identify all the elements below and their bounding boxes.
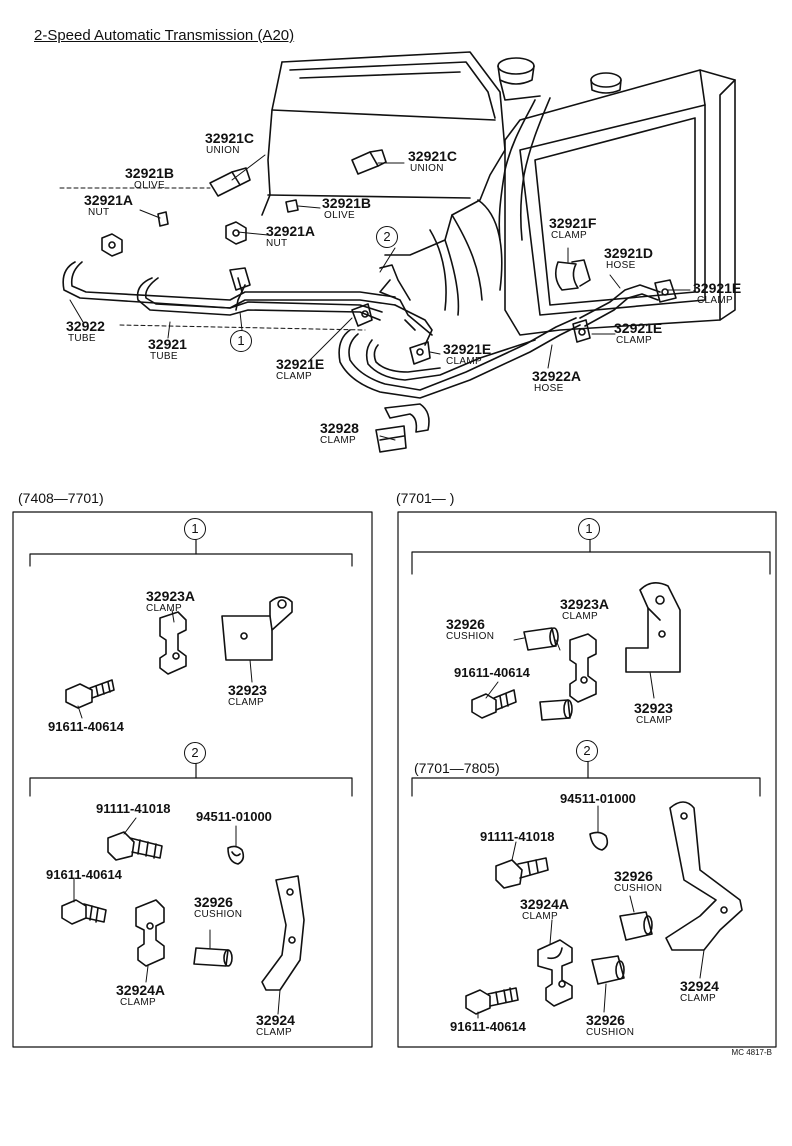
engine-block-drawing: [261, 51, 541, 316]
left-bolt-91611-b: 91611-40614: [46, 867, 122, 882]
leader-lines: [59, 154, 691, 441]
label-32921c-union-a: 32921C: [205, 130, 255, 146]
right-32923-part: 32923: [634, 700, 673, 716]
label-32921e-clamp-a: 32921E: [693, 280, 742, 296]
right-panel-range: (7701— ): [396, 490, 455, 506]
diagram-title: 2-Speed Automatic Transmission (A20): [34, 27, 295, 44]
left-panel-range: (7408—7701): [18, 490, 104, 506]
left-32924-part: 32924: [256, 1012, 295, 1028]
label-32922a-hose-name: HOSE: [534, 383, 564, 394]
right-bolt-91611-a: 91611-40614: [454, 665, 530, 680]
label-32921c-union-b: 32921C: [408, 148, 458, 164]
label-32922-tube: 32922: [66, 318, 105, 334]
right-32923a-part: 32923A: [560, 596, 610, 612]
right-32924-name: CLAMP: [680, 993, 716, 1004]
cooler-hoses: [338, 259, 677, 399]
label-32928-clamp: 32928: [320, 420, 359, 436]
label-32922-tube-name: TUBE: [68, 333, 96, 344]
label-32921c-union-b-name: UNION: [410, 163, 444, 174]
panel-frames: [12, 511, 777, 1048]
label-32921-tube: 32921: [148, 336, 187, 352]
label-32928-clamp-name: CLAMP: [320, 435, 356, 446]
label-32921b-olive-b-name: OLIVE: [324, 210, 355, 221]
label-32921b-olive-a-name: OLIVE: [134, 180, 165, 191]
right-g2-marker: 2: [576, 740, 598, 762]
right-panel-parts: [465, 582, 743, 1015]
left-32926-name: CUSHION: [194, 909, 243, 920]
right-32923-name: CLAMP: [636, 715, 672, 726]
right-32926-name-c: CUSHION: [586, 1027, 635, 1038]
radiator-drawing: [498, 69, 736, 336]
label-32921d-hose: 32921D: [604, 245, 654, 261]
label-32921a-nut-a: 32921A: [84, 192, 134, 208]
callout-1-main: 1: [230, 330, 252, 352]
main-small-parts: [101, 149, 430, 453]
right-32926-part-b: 32926: [614, 868, 653, 884]
left-32923-name: CLAMP: [228, 697, 264, 708]
label-32921a-nut-a-name: NUT: [88, 207, 110, 218]
label-32921f-clamp: 32921F: [549, 215, 597, 231]
label-32921e-clamp-b-name: CLAMP: [616, 335, 652, 346]
right-32926-part-a: 32926: [446, 616, 485, 632]
right-32926-name-b: CUSHION: [614, 883, 663, 894]
left-32924-name: CLAMP: [256, 1027, 292, 1038]
label-32921e-clamp-d: 32921E: [276, 356, 325, 372]
left-32923-part: 32923: [228, 682, 267, 698]
right-32924-part: 32924: [680, 978, 719, 994]
left-panel-parts: [61, 596, 305, 991]
left-bolt-91111: 91111-41018: [96, 801, 171, 816]
label-32921a-nut-b: 32921A: [266, 223, 316, 239]
label-32921d-hose-name: HOSE: [606, 260, 636, 271]
left-bolt-91611-a: 91611-40614: [48, 719, 124, 734]
left-g2-marker: 2: [184, 742, 206, 764]
label-32921e-clamp-c: 32921E: [443, 341, 492, 357]
right-bolt-91111: 91111-41018: [480, 829, 555, 844]
left-g1-marker: 1: [184, 518, 206, 540]
label-32921-tube-name: TUBE: [150, 351, 178, 362]
right-bolt-91611-b: 91611-40614: [450, 1019, 526, 1034]
label-32921e-clamp-b: 32921E: [614, 320, 663, 336]
label-32921c-union-a-name: UNION: [206, 145, 240, 156]
right-g1-marker: 1: [578, 518, 600, 540]
label-32922a-hose: 32922A: [532, 368, 582, 384]
left-32923a-part: 32923A: [146, 588, 196, 604]
right-32924a-part: 32924A: [520, 896, 570, 912]
left-32924a-part: 32924A: [116, 982, 166, 998]
label-32921e-clamp-d-name: CLAMP: [276, 371, 312, 382]
label-32921b-olive-a: 32921B: [125, 165, 175, 181]
left-washer-94511: 94511-01000: [196, 809, 272, 824]
panel-leader-lines: [73, 609, 705, 1019]
label-32921a-nut-b-name: NUT: [266, 238, 288, 249]
right-g2-range: (7701—7805): [414, 760, 500, 776]
label-32921b-olive-b: 32921B: [322, 195, 372, 211]
right-32923a-name: CLAMP: [562, 611, 598, 622]
label-32921e-clamp-c-name: CLAMP: [446, 356, 482, 367]
label-32921f-clamp-name: CLAMP: [551, 230, 587, 241]
callout-2-main: 2: [376, 226, 398, 248]
label-32921e-clamp-a-name: CLAMP: [697, 295, 733, 306]
left-32926-part: 32926: [194, 894, 233, 910]
left-32924a-name: CLAMP: [120, 997, 156, 1008]
right-washer-94511: 94511-01000: [560, 791, 636, 806]
right-32924a-name: CLAMP: [522, 911, 558, 922]
right-32926-name-a: CUSHION: [446, 631, 495, 642]
left-32923a-name: CLAMP: [146, 603, 182, 614]
right-32926-part-c: 32926: [586, 1012, 625, 1028]
cooler-tubes: [62, 261, 433, 365]
drawing-code: MC 4817-B: [731, 1048, 772, 1057]
